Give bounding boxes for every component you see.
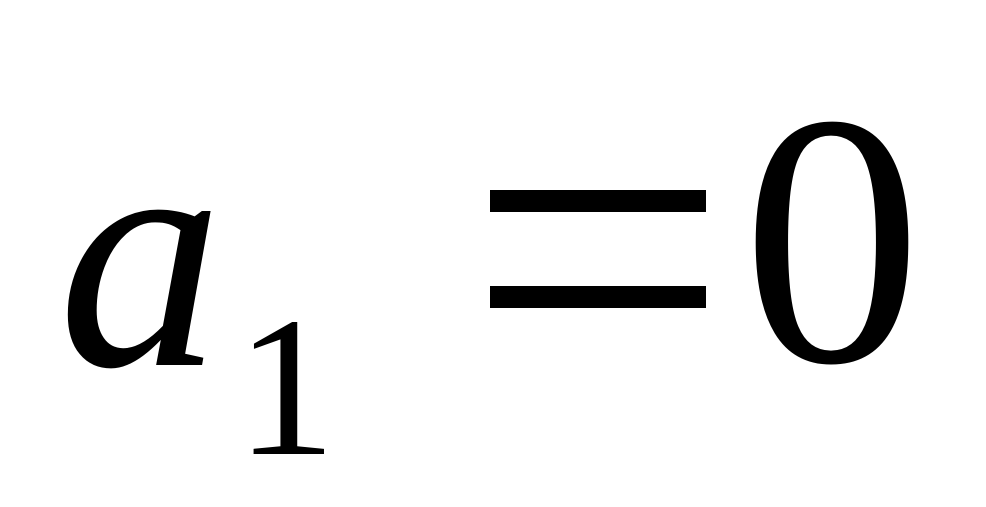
- equals-bar-bottom: [490, 286, 706, 308]
- equation-subscript: 1: [236, 277, 336, 498]
- equation-value: 0: [742, 40, 922, 439]
- equals-sign: [490, 190, 706, 308]
- equation-variable: a: [58, 72, 223, 437]
- equals-bar-top: [490, 190, 706, 212]
